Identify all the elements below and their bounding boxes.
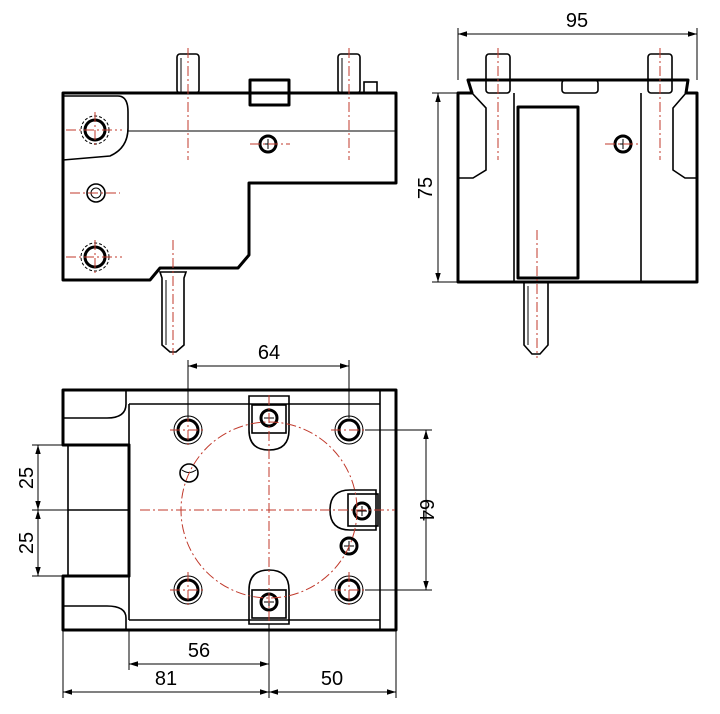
side-channel-block xyxy=(516,105,580,280)
dim-text-95: 95 xyxy=(566,10,588,32)
bottom-pin xyxy=(158,271,188,353)
side-view xyxy=(456,48,699,358)
front-view-boss-edge xyxy=(62,95,129,161)
dim-text-50: 50 xyxy=(321,668,343,690)
dim-text-64-vertical: 64 xyxy=(415,499,437,521)
dimensions: 95 75 64 64 25 25 56 81 xyxy=(16,10,698,698)
dim-text-75: 75 xyxy=(415,177,437,199)
front-view xyxy=(61,48,398,355)
plan-view xyxy=(61,388,398,632)
dim-text-25-upper: 25 xyxy=(16,467,38,489)
dim-text-56: 56 xyxy=(188,640,210,662)
side-view-body-outline xyxy=(456,78,699,284)
dim-text-25-lower: 25 xyxy=(16,532,38,554)
dim-text-81: 81 xyxy=(155,668,177,690)
side-bottom-pin xyxy=(523,281,549,355)
top-key-block xyxy=(248,78,291,107)
front-view-body-outline xyxy=(61,91,398,282)
dim-text-64-horizontal: 64 xyxy=(258,342,280,364)
